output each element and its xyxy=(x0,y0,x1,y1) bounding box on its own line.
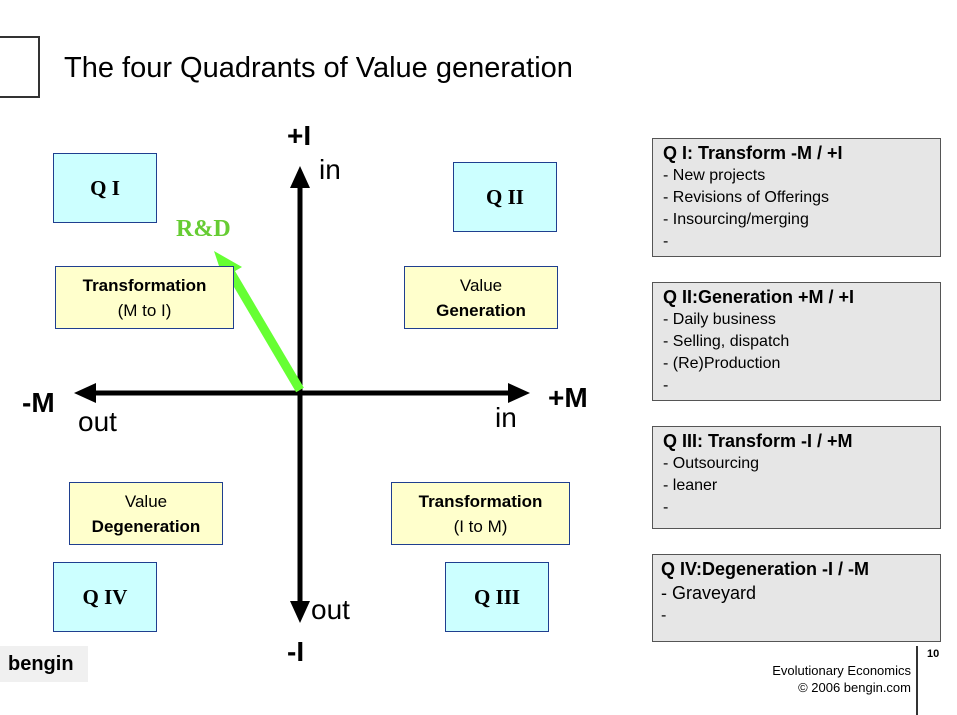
up-arrowhead xyxy=(290,166,310,188)
right-arrowhead xyxy=(508,383,530,403)
footer-divider xyxy=(916,646,918,715)
axis-label-out-bottom: out xyxy=(311,594,350,625)
axis-label-plus-i: +I xyxy=(287,120,312,151)
side-panel-q4: Q IV:Degeneration -I / -M - Graveyard - xyxy=(652,554,941,642)
corner-decoration xyxy=(0,36,40,98)
side-panel-item: - xyxy=(663,499,669,516)
box-line1: Transformation xyxy=(418,491,543,511)
side-panel-heading: Q IV:Degeneration -I / -M xyxy=(661,559,870,579)
side-panel-item: - xyxy=(661,607,667,624)
axis-label-out-left: out xyxy=(78,406,117,437)
footer-line1: Evolutionary Economics xyxy=(772,663,911,678)
side-panel-heading: Q II:Generation +M / +I xyxy=(663,287,855,307)
side-panel-q1: Q I: Transform -M / +I - New projects - … xyxy=(652,138,941,257)
down-arrowhead xyxy=(290,601,310,623)
page-title: The four Quadrants of Value generation xyxy=(64,52,573,84)
rd-label: R&D xyxy=(176,216,231,242)
footer-line2: © 2006 bengin.com xyxy=(798,680,911,695)
side-panel-item: - (Re)Production xyxy=(663,355,781,372)
quadrant-q2: Q II xyxy=(453,162,557,232)
side-panel-item: - Daily business xyxy=(663,311,776,328)
footer-credits: Evolutionary Economics © 2006 bengin.com xyxy=(772,662,911,696)
side-panel-item: - Outsourcing xyxy=(663,455,760,472)
side-panel-item: - xyxy=(663,377,669,394)
box-line2: Generation xyxy=(436,300,526,320)
box-line2: Degeneration xyxy=(91,516,201,536)
box-line1: Value xyxy=(124,491,168,511)
transformation-i-to-m-box: Transformation (I to M) xyxy=(391,482,570,545)
axis-label-in-top: in xyxy=(319,154,341,185)
side-panel-item: - New projects xyxy=(663,167,766,184)
side-panel-heading: Q I: Transform -M / +I xyxy=(663,143,843,163)
page-number: 10 xyxy=(927,648,940,660)
side-panel-item: - Insourcing/merging xyxy=(663,211,809,228)
box-line1: Value xyxy=(459,275,503,295)
side-panel-item: - Revisions of Offerings xyxy=(663,189,829,206)
side-panel-item: - Graveyard xyxy=(661,583,757,603)
axis-label-plus-m: +M xyxy=(548,382,588,413)
rd-arrow-shaft xyxy=(224,265,304,393)
axis-label-minus-m: -M xyxy=(22,387,55,418)
transformation-m-to-i-box: Transformation (M to I) xyxy=(55,266,234,329)
left-arrowhead xyxy=(74,383,96,403)
side-panel-item: - Selling, dispatch xyxy=(663,333,790,350)
axis-label-minus-i: -I xyxy=(287,636,305,667)
axes-diagram xyxy=(74,166,530,623)
brand-logo: bengin xyxy=(0,646,88,682)
value-generation-box: Value Generation xyxy=(404,266,558,329)
value-degeneration-box: Value Degeneration xyxy=(69,482,223,545)
quadrant-q1: Q I xyxy=(53,153,157,223)
side-panel-item: - leaner xyxy=(663,477,718,494)
side-panel-q2: Q II:Generation +M / +I - Daily business… xyxy=(652,282,941,401)
side-panel-item: - xyxy=(663,233,669,250)
quadrant-q4: Q IV xyxy=(53,562,157,632)
box-line2: (M to I) xyxy=(117,300,172,320)
side-panel-heading: Q III: Transform -I / +M xyxy=(663,431,853,451)
box-line1: Transformation xyxy=(82,275,207,295)
quadrant-q3: Q III xyxy=(445,562,549,632)
side-panel-q3: Q III: Transform -I / +M - Outsourcing -… xyxy=(652,426,941,529)
axis-label-in-right: in xyxy=(495,402,517,433)
box-line2: (I to M) xyxy=(453,516,508,536)
